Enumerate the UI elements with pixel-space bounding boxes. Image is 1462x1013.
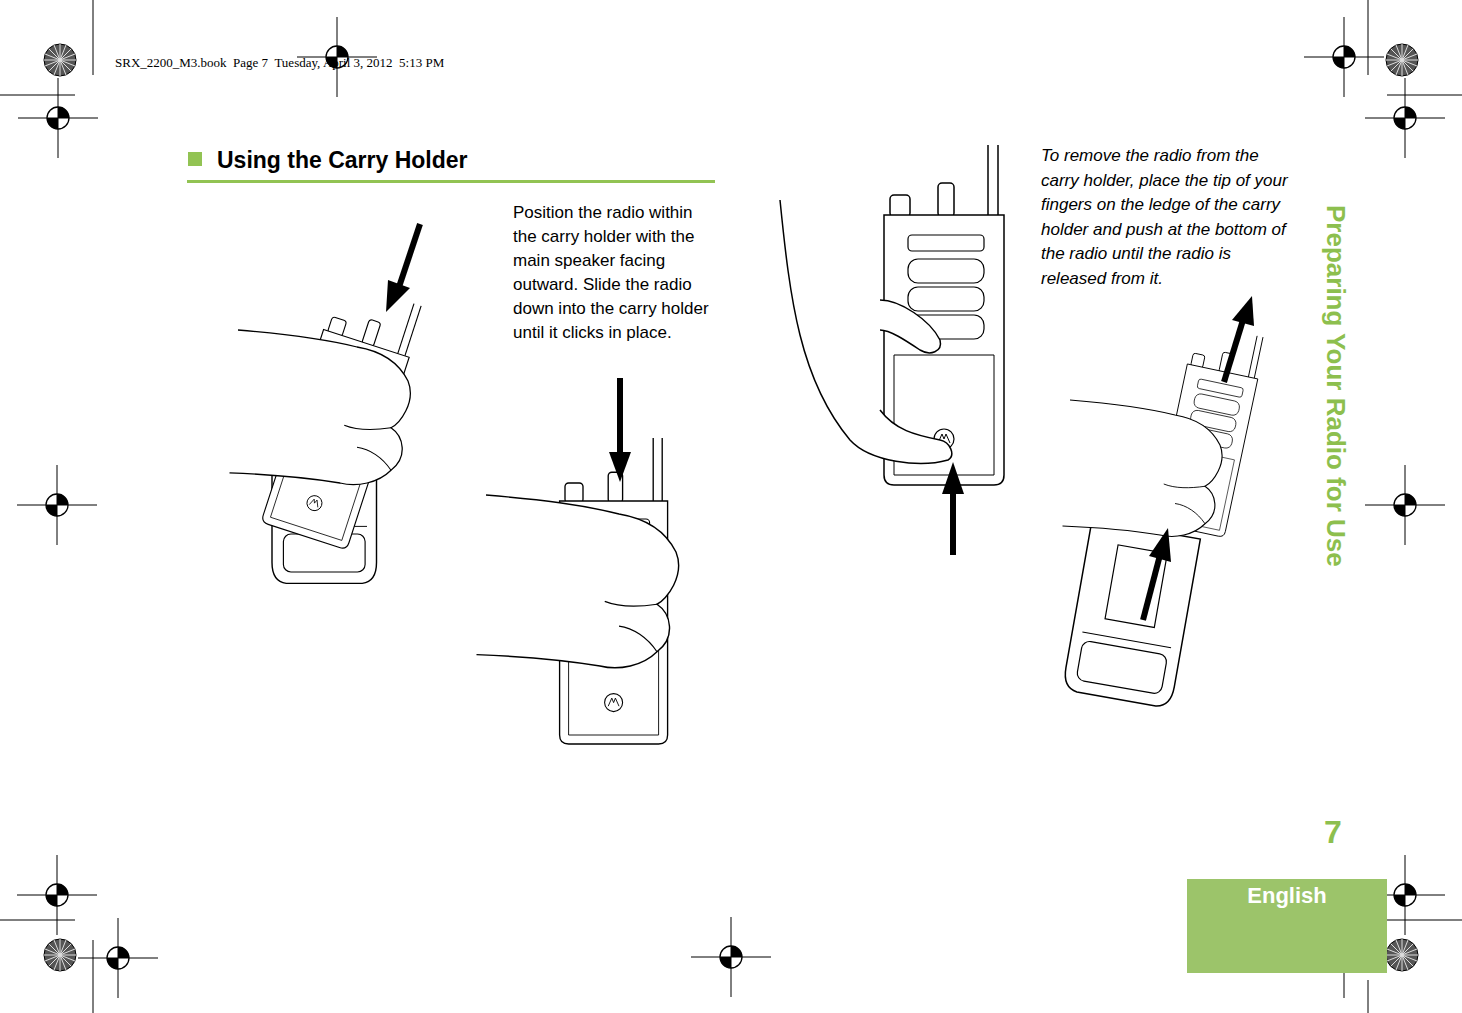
page-number: 7 — [1324, 814, 1342, 850]
title-bullet — [188, 152, 202, 166]
page-title: Using the Carry Holder — [217, 146, 468, 174]
section-tab: Preparing Your Radio for Use — [1321, 205, 1351, 567]
instruction-text: To remove the radio from the carry holde… — [1041, 144, 1289, 291]
instruction-text: Position the radio within the carry hold… — [513, 201, 715, 345]
tab-text: English — [1187, 883, 1387, 909]
file-header: SRX_2200_M3.book Page 7 Tuesday, April 3… — [115, 55, 444, 71]
title-rule — [187, 180, 715, 183]
language-tab: English — [1187, 879, 1387, 973]
